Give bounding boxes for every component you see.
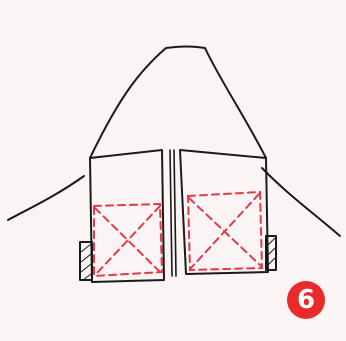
left-slope xyxy=(8,176,84,220)
center-slit xyxy=(170,150,176,276)
step-number-badge: 6 xyxy=(287,281,325,319)
roof-outline xyxy=(90,47,266,159)
right-panel xyxy=(180,150,268,274)
left-panel xyxy=(90,150,164,282)
right-guide-diagonal-2 xyxy=(191,194,259,268)
right-slope xyxy=(262,168,340,236)
left-tab-hatch xyxy=(81,244,91,280)
